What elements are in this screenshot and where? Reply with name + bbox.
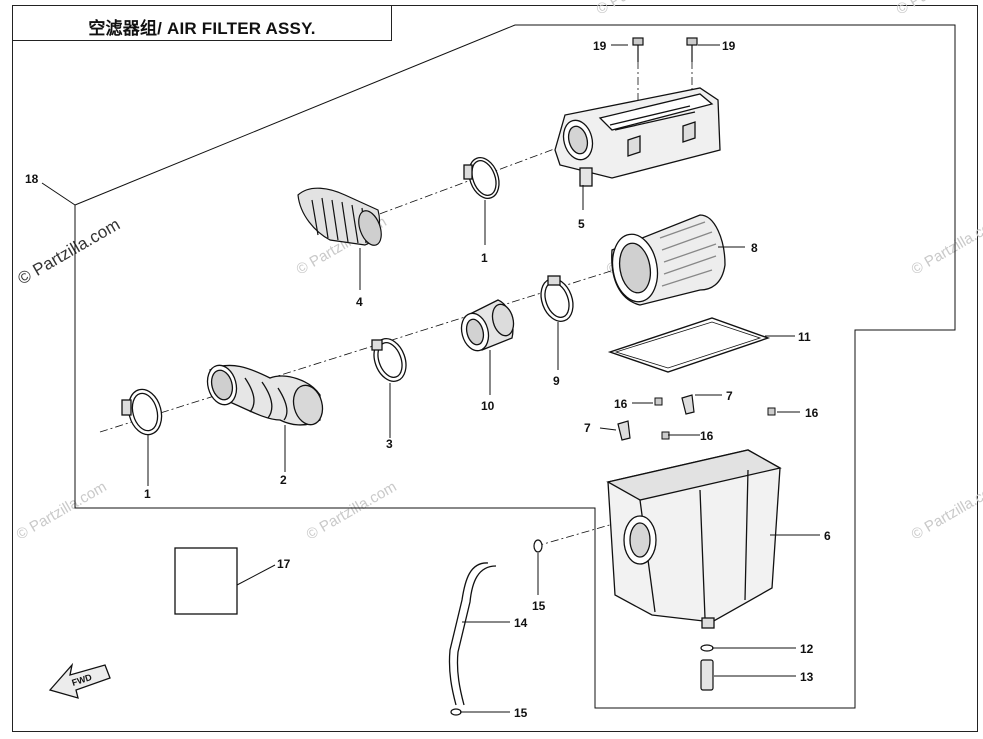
callout-4: 4 xyxy=(356,295,363,309)
callout-1-upper: 1 xyxy=(481,251,488,265)
airbox-body-part-6[interactable] xyxy=(606,449,782,629)
gasket-part-11[interactable] xyxy=(607,317,771,373)
label-plate-part-17[interactable] xyxy=(174,547,238,615)
air-filter-element-part-8[interactable] xyxy=(607,214,726,306)
callout-2: 2 xyxy=(280,473,287,487)
callout-7-a: 7 xyxy=(726,389,733,403)
clamp-part-1-lower[interactable] xyxy=(121,386,166,439)
callout-19-left: 19 xyxy=(593,39,607,53)
clamp-part-1-upper[interactable] xyxy=(463,153,505,202)
diagram-title: 空滤器组/ AIR FILTER ASSY. xyxy=(88,19,316,38)
callout-1-lower: 1 xyxy=(144,487,151,501)
callout-12: 12 xyxy=(800,642,814,656)
callout-16-b: 16 xyxy=(700,429,714,443)
callout-14: 14 xyxy=(514,616,528,630)
watermark: © Partzilla.com xyxy=(304,478,400,543)
screws-part-19[interactable] xyxy=(632,37,698,62)
callout-11: 11 xyxy=(798,330,811,344)
callout-9: 9 xyxy=(553,374,560,388)
fwd-arrow-icon: FWD xyxy=(48,662,111,699)
watermark: © Partzilla.com xyxy=(14,478,110,543)
watermark: © Partzilla.com xyxy=(894,0,983,18)
hose-clamps-part-15[interactable] xyxy=(450,539,543,716)
callouts: 18 19 19 5 1 4 8 11 9 10 3 2 1 16 7 7 16… xyxy=(25,39,831,720)
drain-hose-part-14[interactable] xyxy=(448,562,497,706)
callout-16-c: 16 xyxy=(805,406,819,420)
coupling-part-10[interactable] xyxy=(458,299,517,354)
title-box: 空滤器组/ AIR FILTER ASSY. xyxy=(12,5,392,41)
watermark: © Partzilla.com xyxy=(909,478,983,543)
callout-19-right: 19 xyxy=(722,39,736,53)
callout-18: 18 xyxy=(25,172,39,186)
callout-15-upper: 15 xyxy=(532,599,546,613)
callout-3: 3 xyxy=(386,437,393,451)
watermark: © Partzilla.com xyxy=(594,0,690,18)
drain-plug-part-13[interactable] xyxy=(700,659,714,691)
clamp-part-3[interactable] xyxy=(368,334,411,386)
leader-lines xyxy=(41,44,820,713)
callout-10: 10 xyxy=(481,399,495,413)
callout-7-b: 7 xyxy=(584,421,591,435)
callout-16-a: 16 xyxy=(614,397,628,411)
drain-clamp-part-12[interactable] xyxy=(700,644,714,652)
callout-8: 8 xyxy=(751,241,758,255)
assembly-boundary xyxy=(74,24,956,709)
watermarks: © Partzilla.com © Partzilla.com © Partzi… xyxy=(14,0,983,543)
watermark-main: © Partzilla.com xyxy=(15,215,124,289)
callout-6: 6 xyxy=(824,529,831,543)
intake-boot-part-2[interactable] xyxy=(203,362,326,428)
plugs-part-16[interactable] xyxy=(654,397,776,440)
callout-15-lower: 15 xyxy=(514,706,528,720)
airbox-cover-part-5[interactable] xyxy=(554,87,721,187)
callout-17: 17 xyxy=(277,557,291,571)
clamp-part-9[interactable] xyxy=(535,274,578,326)
callout-5: 5 xyxy=(578,217,585,231)
callout-13: 13 xyxy=(800,670,814,684)
watermark: © Partzilla.com xyxy=(909,213,983,278)
clips-part-7[interactable] xyxy=(617,394,695,441)
intake-duct-part-4[interactable] xyxy=(297,187,386,248)
